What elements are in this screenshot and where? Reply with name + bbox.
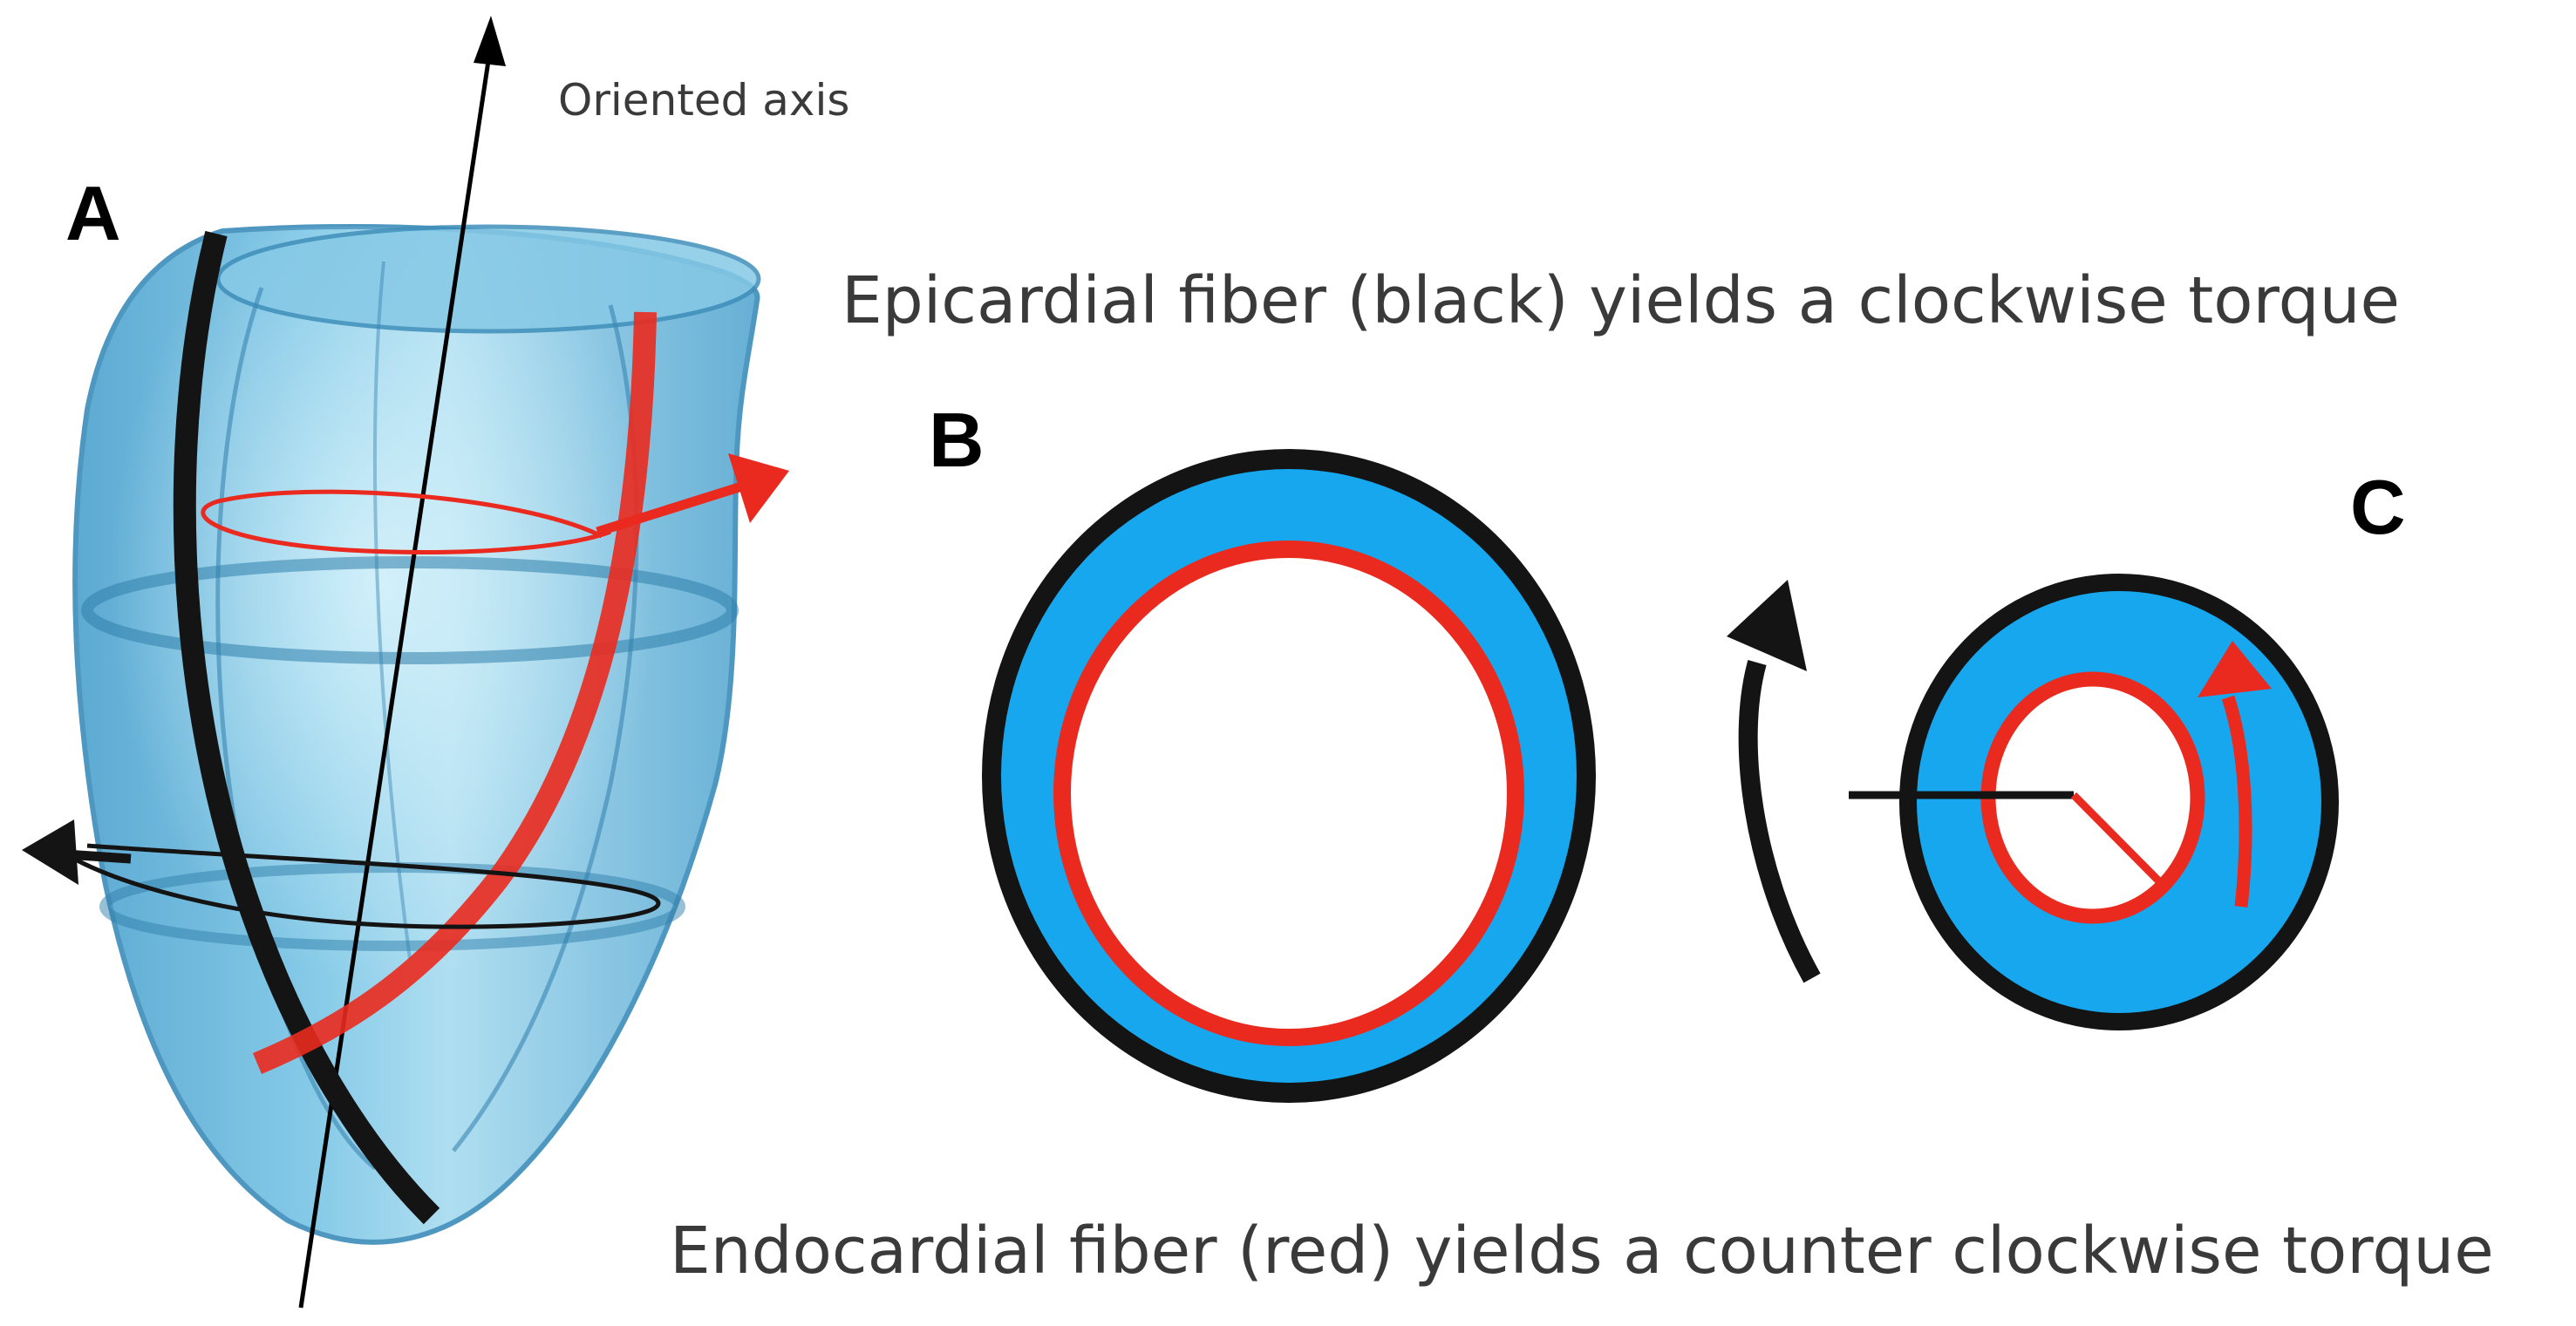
panel-c-label: C: [2350, 464, 2406, 550]
endocardial-caption: Endocardial fiber (red) yields a counter…: [670, 1214, 2494, 1289]
c-counterclockwise-arrowhead: [2198, 641, 2272, 697]
ventricle-highlight: [75, 227, 758, 1242]
band-lower: [99, 862, 685, 951]
endocardial-rotation-arrowhead: [728, 453, 789, 523]
epicardial-fiber: [173, 230, 440, 1225]
ventricle-opening: [215, 224, 761, 334]
epicardial-rotation-loop: [72, 843, 661, 929]
epicardial-rotation-arrowhead: [22, 819, 78, 885]
endocardial-rotation-arrow: [596, 479, 752, 537]
panel-c: C: [1727, 464, 2406, 1030]
c-counterclockwise-arrow: [2221, 695, 2252, 908]
panel-a: Oriented axis A: [22, 16, 849, 1309]
b-inner-red-ring: [1053, 541, 1524, 1046]
band-upper: [81, 556, 739, 664]
c-clockwise-arrow: [1738, 660, 1821, 983]
panel-a-label: A: [65, 170, 121, 256]
endocardial-rotation-loop: [201, 489, 611, 554]
panel-b-label: B: [929, 397, 985, 483]
panel-b: B: [929, 397, 1596, 1103]
c-reference-line-red: [2070, 792, 2162, 884]
epicardial-caption: Epicardial fiber (black) yields a clockw…: [842, 263, 2400, 338]
endocardial-fiber: [252, 311, 657, 1074]
oriented-axis-label: Oriented axis: [558, 75, 849, 126]
c-clockwise-arrowhead: [1727, 580, 1807, 671]
oriented-axis-arrowhead: [474, 16, 506, 66]
inner-wall-mid: [373, 261, 412, 960]
